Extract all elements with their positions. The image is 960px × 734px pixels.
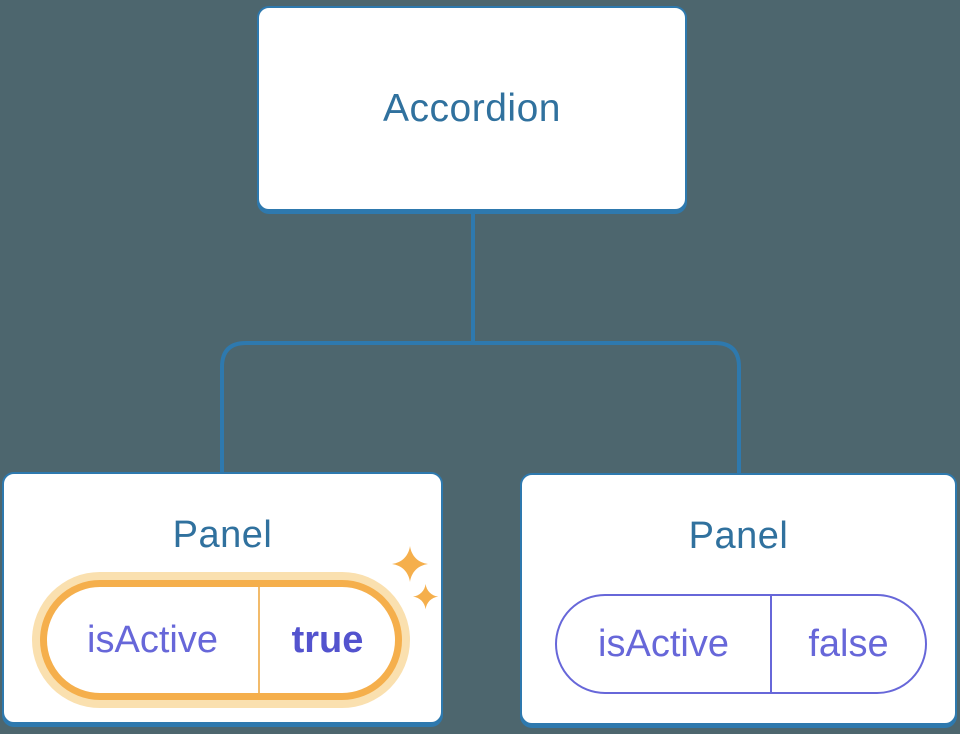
is-active-prop-pill-false: isActive false (555, 594, 927, 694)
pill-divider (770, 596, 772, 692)
accordion-node: Accordion (257, 6, 687, 211)
sparkle-small (413, 584, 439, 610)
panel-node-active: Panel isActive true (2, 472, 443, 724)
panel-node-inactive: Panel isActive false (520, 473, 957, 725)
panel-node-label: Panel (688, 515, 789, 557)
prop-value-label: false (808, 622, 889, 665)
sparkle-large (392, 546, 428, 582)
prop-name-label: isActive (598, 622, 729, 665)
sparkle-icon (392, 546, 439, 610)
pill-divider (258, 587, 260, 693)
prop-value-label: true (291, 618, 364, 661)
prop-name-label: isActive (87, 618, 218, 661)
accordion-node-label: Accordion (383, 86, 561, 130)
panel-node-label: Panel (172, 514, 273, 556)
is-active-prop-pill-true: isActive true (40, 580, 402, 700)
connector-branches (220, 341, 741, 480)
